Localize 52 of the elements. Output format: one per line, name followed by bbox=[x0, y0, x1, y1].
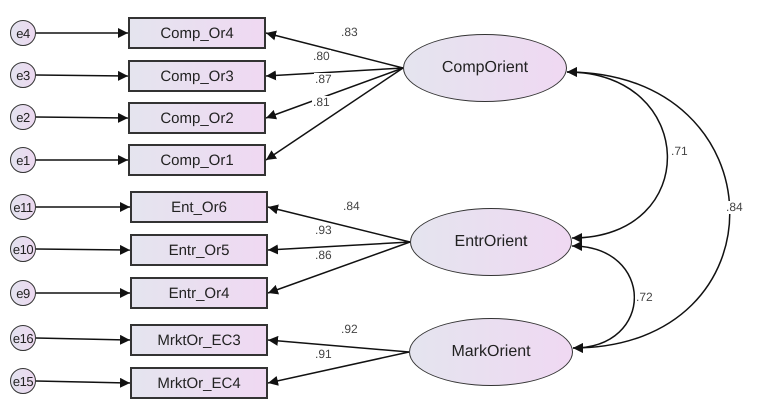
error-term-circle: e15 bbox=[10, 368, 36, 394]
edge-label: .93 bbox=[314, 224, 333, 237]
error-term-circle: e9 bbox=[10, 280, 36, 306]
edge-label: .86 bbox=[314, 249, 333, 262]
edge-label: .84 bbox=[342, 200, 361, 213]
edge-label: .71 bbox=[670, 145, 689, 158]
latent-variable-ellipse: EntrOrient bbox=[410, 208, 572, 276]
indicator-box: MrktOr_EC4 bbox=[130, 367, 268, 399]
arrow bbox=[36, 155, 128, 165]
edge-label: .80 bbox=[312, 50, 331, 63]
arrow bbox=[266, 67, 404, 120]
latent-variable-ellipse: MarkOrient bbox=[409, 318, 573, 386]
edge-label: .92 bbox=[340, 323, 359, 336]
indicator-box: Entr_Or5 bbox=[130, 234, 268, 266]
edge-label: .87 bbox=[314, 73, 333, 86]
arrow bbox=[36, 334, 130, 345]
indicator-box: Comp_Or2 bbox=[128, 102, 266, 134]
arrow bbox=[36, 378, 130, 388]
arrow bbox=[268, 241, 410, 294]
arrow bbox=[268, 241, 410, 254]
indicator-box: Comp_Or3 bbox=[128, 60, 266, 92]
edge-label: .84 bbox=[725, 201, 744, 214]
arrow bbox=[36, 202, 130, 212]
error-term-circle: e3 bbox=[10, 62, 36, 88]
arrow bbox=[36, 70, 128, 81]
arrow bbox=[266, 67, 404, 161]
indicator-box: MrktOr_EC3 bbox=[130, 324, 268, 356]
error-term-circle: e4 bbox=[10, 20, 36, 46]
edge-label: .81 bbox=[312, 96, 331, 109]
covariance-arrow bbox=[566, 68, 730, 352]
error-term-circle: e16 bbox=[10, 325, 36, 351]
arrow bbox=[268, 351, 410, 386]
edge-label: .91 bbox=[314, 348, 333, 361]
arrow bbox=[268, 336, 410, 353]
indicator-box: Ent_Or6 bbox=[130, 191, 268, 223]
arrow bbox=[268, 204, 410, 243]
error-term-circle: e2 bbox=[10, 104, 36, 130]
arrow bbox=[266, 67, 404, 80]
edge-label: .83 bbox=[340, 26, 359, 39]
indicator-box: Comp_Or4 bbox=[128, 17, 266, 49]
edge-label: .72 bbox=[635, 291, 654, 304]
arrow bbox=[36, 244, 130, 255]
error-term-circle: e10 bbox=[10, 236, 36, 262]
error-term-circle: e11 bbox=[10, 194, 36, 220]
indicator-box: Comp_Or1 bbox=[128, 144, 266, 176]
arrow bbox=[36, 28, 128, 38]
error-term-circle: e1 bbox=[10, 147, 36, 173]
arrow bbox=[36, 288, 130, 298]
indicator-box: Entr_Or4 bbox=[130, 277, 268, 309]
arrow bbox=[36, 112, 128, 123]
arrow bbox=[266, 30, 404, 69]
latent-variable-ellipse: CompOrient bbox=[403, 34, 567, 102]
